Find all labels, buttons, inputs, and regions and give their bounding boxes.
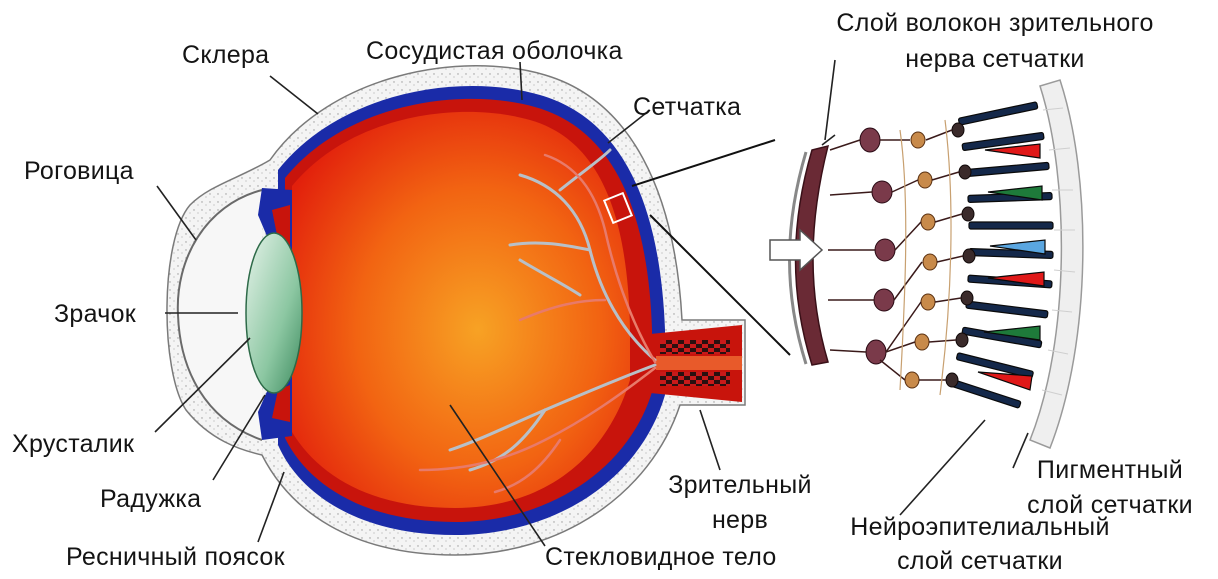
label-cornea: Роговица: [24, 156, 134, 186]
label-nerve-fiber-layer-line1: Слой волокон зрительного: [780, 8, 1210, 38]
label-retina: Сетчатка: [633, 92, 741, 122]
lens-shape: [246, 233, 302, 393]
optic-nerve-shape: [640, 325, 742, 402]
label-choroid: Сосудистая оболочка: [366, 36, 623, 66]
label-optic-nerve-line1: Зрительный: [650, 470, 830, 500]
retina-cross-section: [770, 80, 1083, 448]
label-sclera: Склера: [182, 40, 269, 70]
label-lens: Хрусталик: [12, 429, 134, 459]
label-neuroepithelial-layer-line2: слой сетчатки: [830, 546, 1130, 576]
vitreous-body: [292, 112, 630, 508]
label-ciliary-zonule: Ресничный поясок: [66, 542, 285, 572]
label-pigment-layer-line1: Пигментный: [1010, 455, 1210, 485]
label-optic-nerve-line2: нерв: [650, 505, 830, 535]
label-neuroepithelial-layer-line1: Нейроэпителиальный: [830, 512, 1130, 542]
label-pupil: Зрачок: [54, 299, 136, 329]
label-iris: Радужка: [100, 484, 201, 514]
label-nerve-fiber-layer-line2: нерва сетчатки: [780, 44, 1210, 74]
label-vitreous-body: Стекловидное тело: [545, 542, 777, 572]
